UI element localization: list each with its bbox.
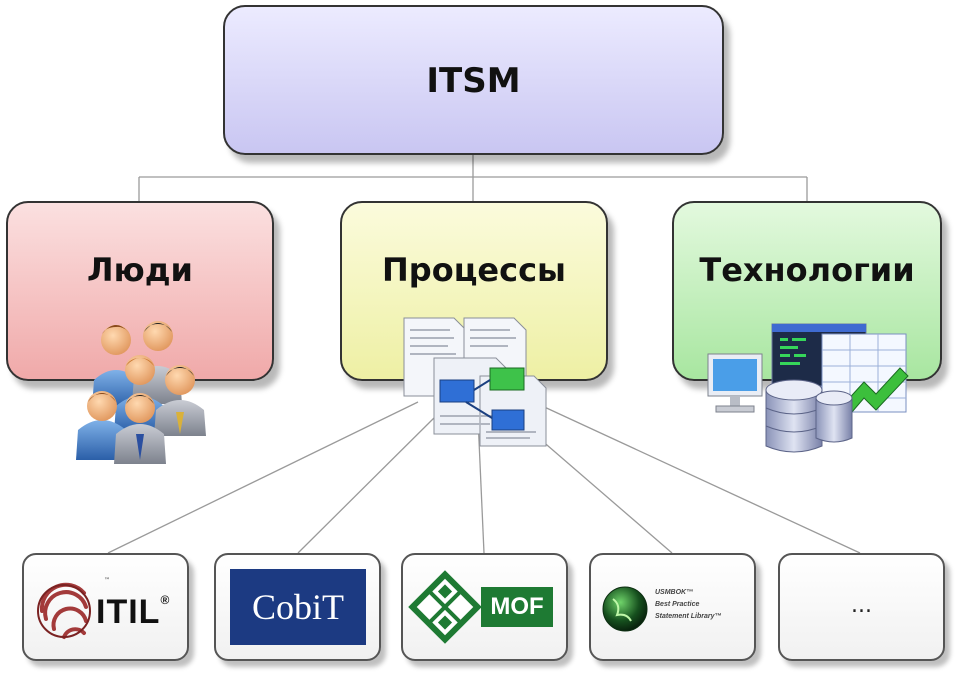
connector-more — [539, 404, 861, 554]
itil-logo-icon — [37, 582, 91, 639]
mof-logo-icon — [408, 570, 482, 644]
processes-node: Процессы — [340, 201, 608, 381]
processes-title: Процессы — [382, 251, 566, 289]
framework-mof: MOF — [401, 553, 568, 661]
people-title: Люди — [87, 251, 193, 289]
itil-label: ITIL® — [96, 593, 171, 631]
itil-trademark: ™ — [104, 577, 110, 584]
more-label: ... — [851, 593, 872, 618]
usmbok-line-3: Statement Library™ — [655, 613, 722, 620]
connector-itil — [107, 401, 419, 554]
framework-itil: ™ ITIL® — [22, 553, 189, 661]
process-documents-icon — [403, 317, 547, 447]
technology-icon — [707, 323, 909, 453]
connector-cobit — [297, 411, 441, 554]
usmbok-line-2: Best Practice — [655, 601, 700, 608]
usmbok-line-1: USMBOK™ — [655, 589, 694, 596]
framework-usmbok: USMBOK™ Best Practice Statement Library™ — [589, 553, 756, 661]
technology-title: Технологии — [699, 251, 915, 289]
connector-mof — [477, 417, 485, 554]
people-group-icon — [76, 321, 206, 464]
usmbok-globe-icon — [602, 586, 648, 632]
framework-cobit: CobiT — [214, 553, 381, 661]
itsm-title: ITSM — [426, 61, 521, 101]
itsm-node: ITSM — [223, 5, 724, 155]
mof-label: MOF — [481, 587, 553, 627]
framework-more: ... — [778, 553, 945, 661]
cobit-label: CobiT — [230, 569, 366, 645]
